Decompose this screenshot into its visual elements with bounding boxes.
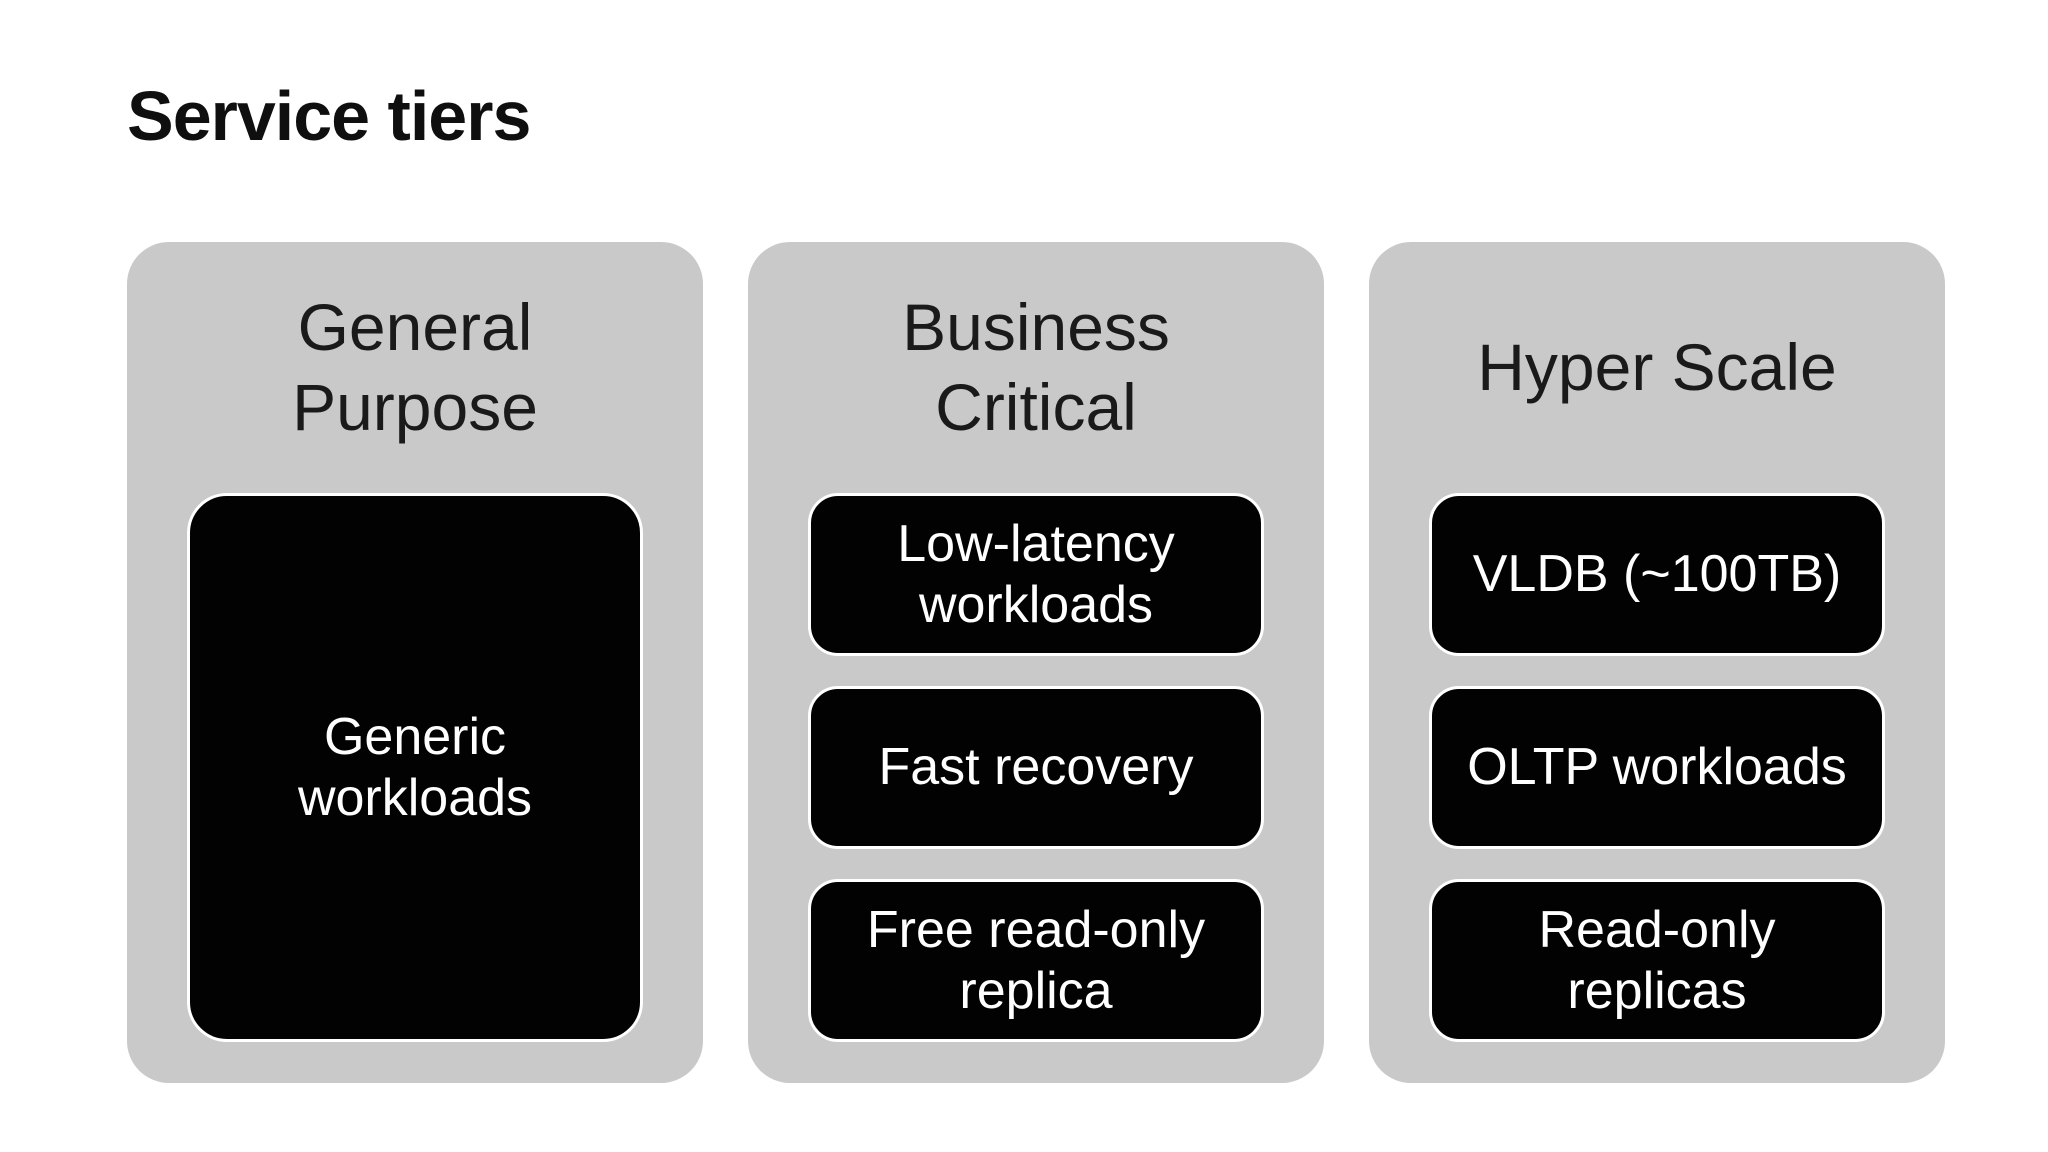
feature-box-list: Generic workloads (187, 493, 643, 1042)
tier-title: General Purpose (292, 290, 538, 444)
tier-header: Business Critical (808, 242, 1264, 493)
tier-title: Hyper Scale (1477, 329, 1837, 404)
tier-header: General Purpose (187, 242, 643, 493)
page-title: Service tiers (127, 77, 531, 155)
feature-box: OLTP workloads (1429, 686, 1885, 849)
feature-box: Low-latency workloads (808, 493, 1264, 656)
tier-header: Hyper Scale (1429, 242, 1885, 493)
feature-label: Low-latency workloads (897, 514, 1175, 634)
feature-label: OLTP workloads (1467, 738, 1847, 797)
feature-box: Free read-only replica (808, 879, 1264, 1042)
feature-box: Read-only replicas (1429, 879, 1885, 1042)
tier-title: Business Critical (902, 290, 1170, 444)
feature-box: Fast recovery (808, 686, 1264, 849)
feature-label: Generic workloads (297, 707, 533, 827)
feature-box: Generic workloads (187, 493, 643, 1042)
feature-label: VLDB (~100TB) (1472, 545, 1842, 604)
feature-label: Fast recovery (878, 738, 1194, 797)
feature-label: Read-only replicas (1538, 900, 1776, 1020)
feature-box: VLDB (~100TB) (1429, 493, 1885, 656)
feature-label: Free read-only replica (866, 900, 1206, 1020)
